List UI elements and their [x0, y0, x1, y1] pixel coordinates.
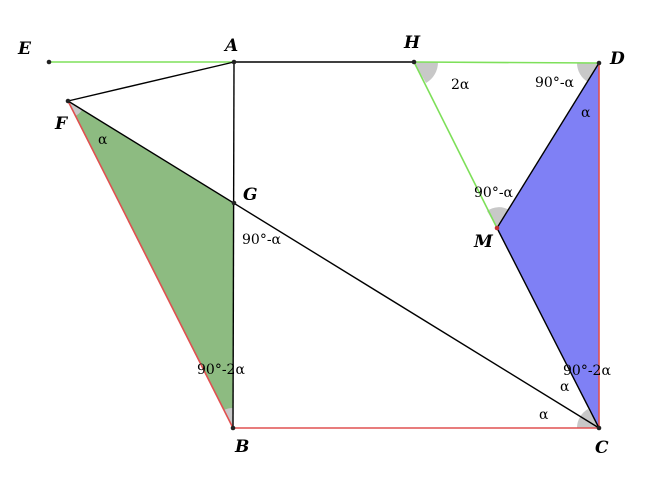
angle-label-d-top: 90°-α [535, 75, 575, 91]
point-d [596, 60, 602, 66]
label-point-d: D [609, 49, 625, 69]
segment-md [496, 62, 600, 229]
point-e [46, 59, 52, 65]
point-f [65, 98, 71, 104]
label-point-e: E [17, 39, 32, 59]
angle-label-b: 90°-2α [197, 362, 245, 378]
label-point-b: B [234, 437, 249, 457]
label-point-a: A [223, 36, 238, 56]
segment-fc [67, 100, 600, 429]
angle-arc-m [487, 207, 509, 228]
angle-arc-f [68, 101, 82, 116]
angle-arc-h [414, 62, 439, 83]
angle-arc-d [577, 63, 599, 82]
angle-label-c-mid: α [560, 379, 570, 395]
angle-label-g: 90°-α [242, 232, 282, 248]
label-point-f: F [54, 114, 69, 134]
label-point-c: C [595, 438, 609, 458]
point-c [596, 425, 602, 431]
point-h [411, 59, 417, 65]
segment-ab [232, 61, 235, 429]
segment-fb [67, 100, 234, 429]
segment-hd [413, 61, 600, 64]
point-a [231, 59, 237, 65]
label-point-m: M [473, 232, 494, 252]
angle-label-c-low: α [539, 407, 549, 423]
angle-label-f: α [98, 132, 108, 148]
segment-mc [496, 227, 600, 429]
angle-arc-c [577, 409, 599, 428]
angle-label-h: 2α [451, 77, 470, 93]
label-point-g: G [243, 185, 258, 205]
label-point-h: H [403, 33, 421, 53]
triangle-dmc [497, 63, 599, 428]
segment-fa [67, 61, 235, 102]
angle-label-m: 90°-α [474, 185, 514, 201]
angle-label-d-inner: α [581, 105, 591, 121]
point-g [231, 200, 237, 206]
segment-hm [413, 61, 498, 229]
point-b [230, 425, 236, 431]
point-m [494, 225, 500, 231]
angle-label-c-top: 90°-2α [563, 363, 611, 379]
